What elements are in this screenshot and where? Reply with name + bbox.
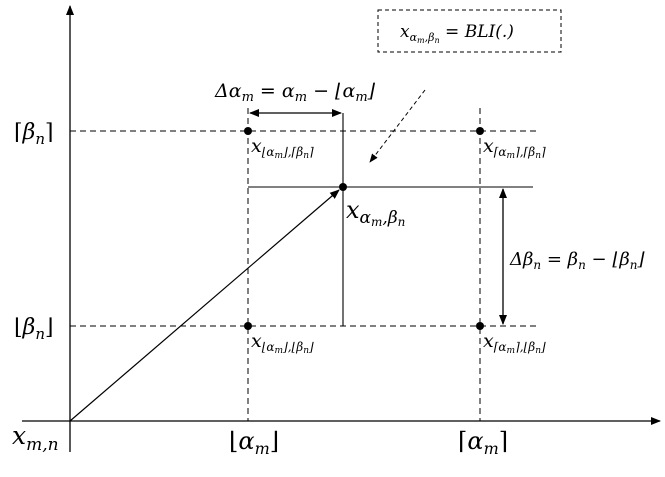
corner-label-top-right: x⌈αm⌉,⌈βn⌉ [483,135,546,161]
y-tick-ceil-beta: ⌈βn⌉ [14,120,54,148]
center-point-label: xαm,βn [346,196,405,229]
delta-alpha-equation: Δαm = αm − ⌊αm⌋ [214,80,376,105]
callout-text: xαm,βn = BLI(.) [400,22,514,45]
y-tick-floor-beta: ⌊βn⌋ [14,315,54,343]
point-bottom-left [244,322,252,330]
corner-label-bottom-left: x⌊αm⌋,⌊βn⌋ [251,330,314,356]
x-tick-floor-alpha: ⌊αm⌋ [229,427,279,458]
x-tick-ceil-alpha: ⌈αm⌉ [458,427,508,458]
callout-box [377,9,562,53]
point-bottom-right [476,322,484,330]
point-top-right [476,127,484,135]
vector-arrow [69,189,340,422]
origin-label: xm,n [12,421,59,455]
point-top-left [244,127,252,135]
corner-label-top-left: x⌊αm⌋,⌈βn⌉ [251,135,314,161]
point-center [339,183,347,191]
delta-beta-equation: Δβn = βn − ⌊βn⌋ [509,249,646,272]
callout-pointer [369,89,426,163]
corner-label-bottom-right: x⌈αm⌉,⌊βn⌋ [483,330,546,356]
